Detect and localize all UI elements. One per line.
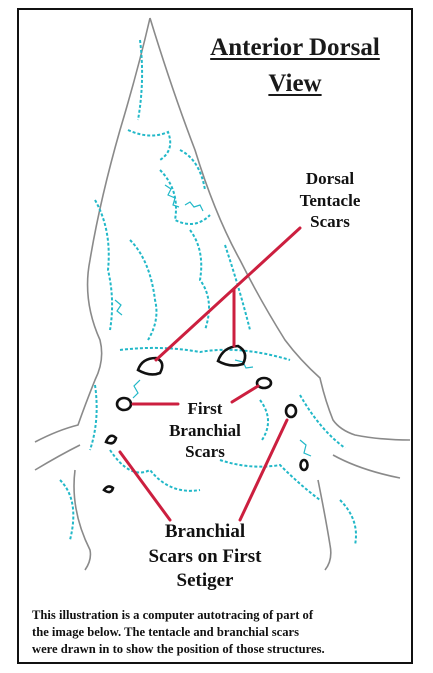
figure-caption: This illustration is a computer autotrac… [32,607,407,658]
label-line: Branchial [150,420,260,442]
caption-line-2: the image below. The tentacle and branch… [32,624,407,641]
label-line: Scars on First [130,545,280,570]
dorsal-tentacle-scar-left [138,358,162,374]
autotracing-texture [60,40,356,545]
setiger-scar-left-upper [106,436,116,444]
tentacle-pointer-1 [156,228,300,360]
caption-line-3: were drawn in to show the position of th… [32,641,407,658]
title-line-1: Anterior Dorsal [190,30,400,66]
label-line: Scars [150,441,260,463]
label-branchial-scars-first-setiger: Branchial Scars on First Setiger [130,520,280,594]
label-first-branchial-scars: First Branchial Scars [150,398,260,463]
label-line: Branchial [130,520,280,545]
first-branchial-scar-left [117,398,131,410]
label-dorsal-tentacle-scars: Dorsal Tentacle Scars [285,168,375,233]
label-line: Tentacle [285,190,375,212]
label-line: Setiger [130,569,280,594]
caption-line-1: This illustration is a computer autotrac… [32,607,407,624]
title-line-2: View [190,66,400,102]
setiger-scar-right-upper [286,405,296,417]
label-line: First [150,398,260,420]
setiger-scar-right-lower [301,460,308,470]
figure-title: Anterior Dorsal View [190,30,400,103]
label-line: Dorsal [285,168,375,190]
label-line: Scars [285,211,375,233]
setiger-scar-left-lower [104,486,113,492]
